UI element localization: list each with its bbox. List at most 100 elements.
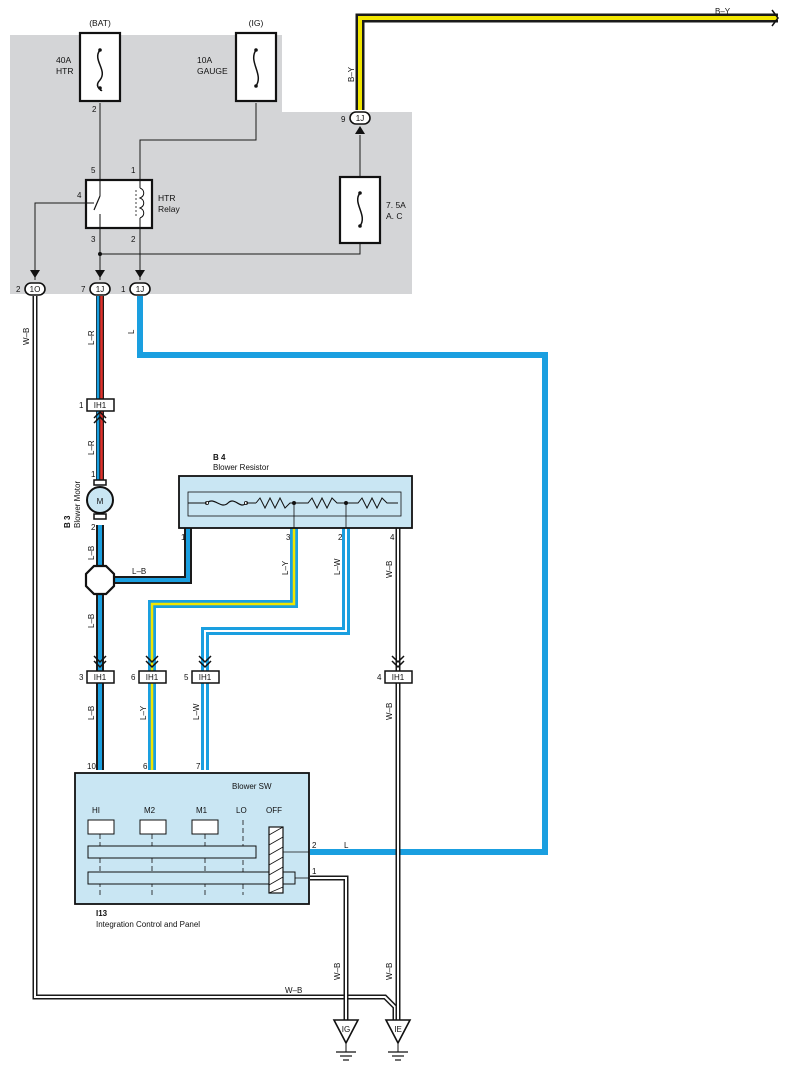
resistor-pin-3: 3	[286, 533, 291, 542]
wire-label-l-y-lower: L–Y	[139, 705, 148, 720]
fuse-gauge-name: GAUGE	[197, 66, 228, 76]
switch-part-code: I13	[96, 909, 108, 918]
wires	[32, 13, 778, 1020]
htr-relay	[84, 178, 154, 230]
wire-label-l-b-mid: L–B	[87, 614, 96, 628]
connector-1o-code: 1O	[30, 285, 41, 294]
fuse-10a-gauge	[234, 31, 278, 103]
connector-1j-top-code: 1J	[356, 114, 364, 123]
resistor-name: Blower Resistor	[213, 463, 269, 472]
fuse-7-5a-ac	[338, 175, 382, 245]
wire-label-l-w-lower: L–W	[192, 703, 201, 720]
wire-label-l-r-lower: L–R	[87, 440, 96, 455]
wire-label-l-right: L	[127, 329, 136, 334]
ih1-5-code: IH1	[199, 673, 212, 682]
relay-name: HTR	[158, 193, 175, 203]
relay-sub: Relay	[158, 204, 180, 214]
ground-ig-label: IG	[342, 1025, 350, 1034]
fuse-gauge-source: (IG)	[249, 18, 264, 28]
resistor-pin-2: 2	[338, 533, 343, 542]
switch-pin-10: 10	[87, 762, 96, 771]
blower-motor	[86, 479, 114, 520]
wire-label-w-b-bottom: W–B	[285, 986, 302, 995]
wire-label-l-r-upper: L–R	[87, 330, 96, 345]
fuse-htr-source: (BAT)	[89, 18, 111, 28]
connector-ih1-5	[191, 655, 220, 684]
connector-1j-b-pin: 1	[121, 285, 126, 294]
ground-ie	[384, 1019, 412, 1061]
wire-label-l-b-horiz: L–B	[132, 567, 146, 576]
fuse-ac-rating: 7. 5A	[386, 200, 406, 210]
ih1-3-pin: 3	[79, 673, 84, 682]
blower-resistor	[178, 475, 413, 529]
switch-pos-m1: M1	[196, 806, 208, 815]
relay-pin-2: 2	[131, 235, 136, 244]
connector-1j-top-pin: 9	[341, 115, 346, 124]
wire-junction-octagon	[84, 564, 116, 596]
switch-pin-7: 7	[196, 762, 201, 771]
wire-label-l-switch: L	[344, 841, 349, 850]
connector-1o-pin: 2	[16, 285, 21, 294]
wire-label-b-y-top: B–Y	[715, 7, 731, 16]
connector-ih1-1	[86, 398, 115, 424]
connector-ih1-6	[138, 655, 167, 684]
fuse-ac-name: A. C	[386, 211, 403, 221]
relay-pin-3: 3	[91, 235, 96, 244]
wire-label-w-b-gnd-left: W–B	[333, 963, 342, 980]
switch-pin-6: 6	[143, 762, 148, 771]
wire-label-w-b-lower: W–B	[385, 703, 394, 720]
wire-l-y	[148, 528, 298, 770]
fuse-gauge-rating: 10A	[197, 55, 212, 65]
relay-pin-5: 5	[91, 166, 96, 175]
switch-title: Blower SW	[232, 782, 272, 791]
relay-pin-4: 4	[77, 191, 82, 200]
blower-switch	[74, 772, 310, 905]
connector-ih1-3	[86, 655, 115, 684]
internal-wires	[34, 103, 361, 280]
wire-l-b	[96, 525, 192, 770]
wire-l-w	[201, 528, 350, 770]
ih1-4-code: IH1	[392, 673, 405, 682]
resistor-pin-4: 4	[390, 533, 395, 542]
switch-pos-hi: HI	[92, 806, 100, 815]
connector-1j-a-code: 1J	[96, 285, 104, 294]
wire-label-b-y-vert: B–Y	[347, 66, 356, 82]
wire-label-l-w-upper: L–W	[333, 558, 342, 575]
motor-pin-1: 1	[91, 470, 96, 479]
relay-pin-1: 1	[131, 166, 136, 175]
switch-pos-lo: LO	[236, 806, 247, 815]
ih1-3-code: IH1	[94, 673, 107, 682]
switch-pos-m2: M2	[144, 806, 156, 815]
ih1-6-code: IH1	[146, 673, 159, 682]
wire-label-l-y-upper: L–Y	[281, 560, 290, 575]
wire-label-w-b-left: W–B	[22, 328, 31, 345]
switch-pin-2: 2	[312, 841, 317, 850]
motor-name: Blower Motor	[73, 481, 82, 528]
wire-label-l-b-upper: L–B	[87, 546, 96, 560]
ih1-5-pin: 5	[184, 673, 189, 682]
fuse-htr-name: HTR	[56, 66, 73, 76]
wire-label-w-b-gnd-right: W–B	[385, 963, 394, 980]
motor-pin-2: 2	[91, 523, 96, 532]
switch-pos-off: OFF	[266, 806, 282, 815]
ground-ie-label: IE	[394, 1025, 402, 1034]
resistor-code: B 4	[213, 453, 226, 462]
fuse-htr-pin: 2	[92, 105, 97, 114]
connector-1j-b	[129, 270, 151, 296]
splice-dot	[98, 252, 102, 256]
connector-1j-top	[349, 111, 371, 134]
ih1-1-code: IH1	[94, 401, 107, 410]
ih1-4-pin: 4	[377, 673, 382, 682]
connector-ih1-4	[384, 655, 413, 684]
connector-1o	[24, 270, 46, 296]
fuse-40a-htr	[78, 31, 122, 103]
motor-code: B 3	[63, 515, 72, 528]
connector-1j-a-pin: 7	[81, 285, 86, 294]
connector-1j-b-code: 1J	[136, 285, 144, 294]
wire-b-y	[355, 13, 778, 110]
wire-label-w-b-upper: W–B	[385, 561, 394, 578]
wire-l-r	[96, 296, 104, 480]
wire-l	[137, 296, 548, 855]
wire-w-b	[32, 296, 401, 1020]
